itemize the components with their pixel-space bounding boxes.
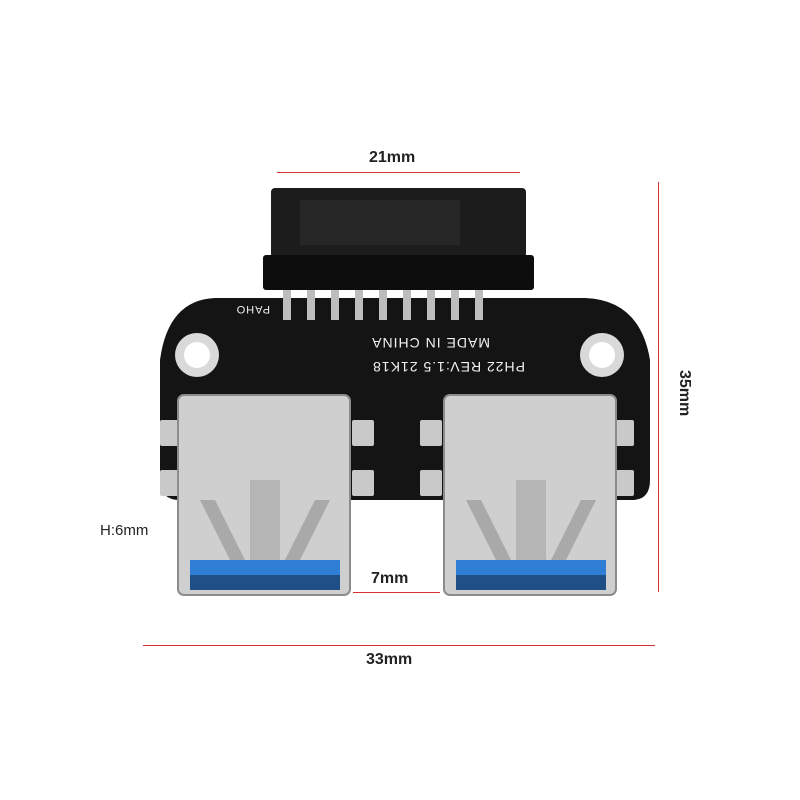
bottom-width-line: [143, 645, 655, 646]
port-gap-label: 7mm: [371, 570, 409, 587]
pcb-made-in-text: MADE IN CHINA: [371, 335, 490, 351]
pcb-board: [160, 298, 650, 500]
pcb-brand-text: PAHO: [236, 303, 270, 315]
top-width-line: [277, 172, 520, 173]
top-width-label: 21mm: [369, 149, 416, 166]
usb-port-right: [443, 394, 617, 596]
height-label: 35mm: [676, 370, 693, 417]
bottom-width-label: 33mm: [366, 651, 413, 668]
mounting-hole-right: [580, 333, 624, 377]
header-connector: [271, 188, 526, 258]
mounting-hole-left: [175, 333, 219, 377]
usb-port-left: [177, 394, 351, 596]
port-height-label: H:6mm: [100, 522, 149, 539]
port-gap-line: [353, 592, 440, 593]
height-line: [658, 182, 659, 592]
pcb-revision-text: PH22 REV:1.5 21K18: [372, 359, 525, 375]
header-pins: [283, 290, 483, 320]
